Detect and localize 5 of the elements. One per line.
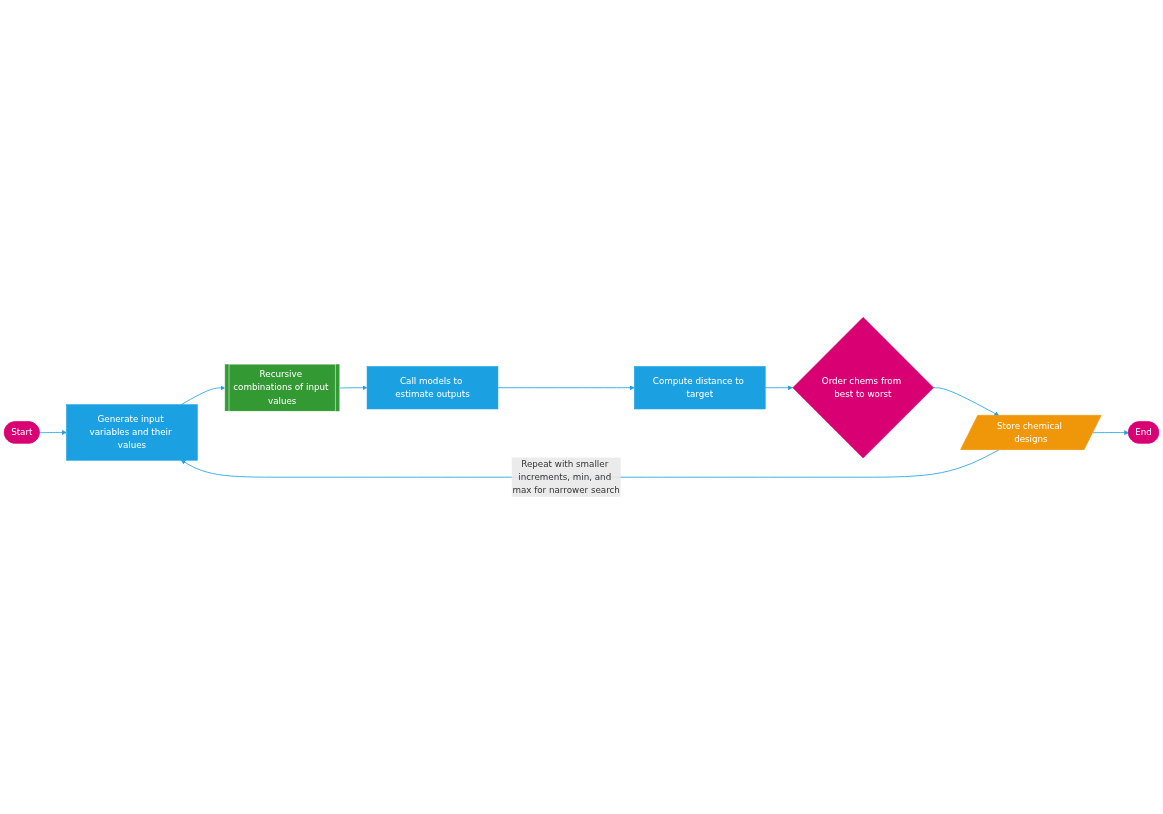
node-box: Compute distance to target [634,366,766,410]
node-box: Generate input variables and their values [66,404,198,461]
node-box: Call models to estimate outputs [366,366,499,410]
node-diamond: Order chems from best to worst [792,317,934,459]
edge-label: Repeat with smaller increments, min, and max for narrower search [512,458,620,496]
